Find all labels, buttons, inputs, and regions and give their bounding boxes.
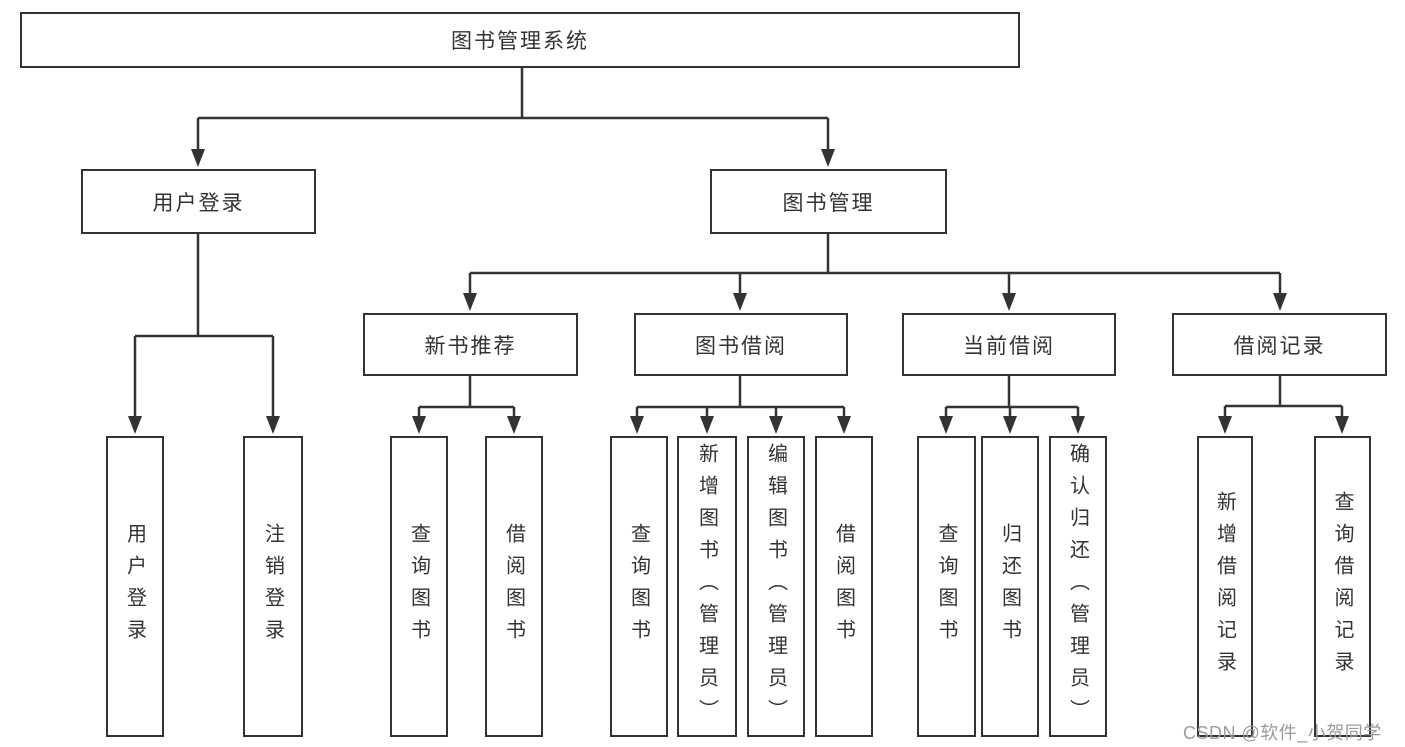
- node-label: 用户登录: [152, 191, 245, 215]
- node-leaf-query-book-borrow: 查询图书: [610, 436, 668, 737]
- node-new-book-recommend: 新书推荐: [363, 313, 578, 376]
- node-book-borrow: 图书借阅: [634, 313, 848, 376]
- edge-book-borrow-to-leaves: [630, 376, 851, 434]
- node-leaf-query-book-current: 查询图书: [917, 436, 976, 737]
- node-leaf-return-book: 归还图书: [981, 436, 1039, 737]
- edge-current-borrow-to-leaves: [939, 376, 1085, 434]
- node-label: 查询图书: [407, 522, 430, 651]
- edge-user-login-to-leaves: [128, 234, 280, 434]
- node-leaf-query-borrow-record: 查询借阅记录: [1314, 436, 1371, 737]
- edge-new-book-recommend-to-leaves: [412, 376, 521, 434]
- node-leaf-logout: 注销登录: [243, 436, 303, 737]
- node-label: 图书管理系统: [451, 30, 589, 53]
- node-label: 新书推荐: [424, 334, 517, 358]
- node-root: 图书管理系统: [20, 12, 1020, 68]
- node-current-borrow: 当前借阅: [902, 313, 1116, 376]
- node-label: 借阅记录: [1233, 334, 1326, 358]
- node-label: 确认归还（管理员）: [1066, 442, 1089, 731]
- node-label: 图书管理: [782, 191, 875, 215]
- node-label: 注销登录: [261, 522, 284, 651]
- node-label: 图书借阅: [695, 334, 787, 358]
- node-leaf-confirm-return-admin: 确认归还（管理员）: [1049, 436, 1107, 737]
- edge-book-management-to-level3: [463, 234, 1287, 311]
- node-leaf-edit-book-admin: 编辑图书（管理员）: [747, 436, 805, 737]
- node-label: 归还图书: [998, 522, 1021, 651]
- node-leaf-borrow-book-borrow: 借阅图书: [815, 436, 873, 737]
- edge-root-to-level2: [191, 67, 835, 167]
- node-label: 查询图书: [627, 522, 650, 651]
- edge-borrow-records-to-leaves: [1218, 376, 1349, 434]
- node-label: 借阅图书: [832, 522, 855, 651]
- node-label: 借阅图书: [502, 522, 525, 651]
- node-borrow-records: 借阅记录: [1172, 313, 1387, 376]
- node-leaf-query-book-recommend: 查询图书: [390, 436, 448, 737]
- node-user-login: 用户登录: [81, 169, 316, 234]
- node-label: 新增图书（管理员）: [695, 442, 718, 731]
- node-label: 查询图书: [935, 522, 957, 651]
- node-leaf-user-login: 用户登录: [106, 436, 164, 737]
- node-leaf-borrow-book-recommend: 借阅图书: [485, 436, 543, 737]
- node-label: 用户登录: [123, 522, 146, 651]
- node-book-management: 图书管理: [710, 169, 947, 234]
- csdn-watermark: CSDN @软件_小贺同学: [1183, 723, 1382, 743]
- node-label: 编辑图书（管理员）: [764, 442, 787, 731]
- node-leaf-add-borrow-record: 新增借阅记录: [1197, 436, 1253, 737]
- node-label: 当前借阅: [963, 334, 1055, 358]
- node-label: 查询借阅记录: [1331, 490, 1353, 683]
- node-leaf-add-book-admin: 新增图书（管理员）: [677, 436, 737, 737]
- node-label: 新增借阅记录: [1213, 490, 1236, 683]
